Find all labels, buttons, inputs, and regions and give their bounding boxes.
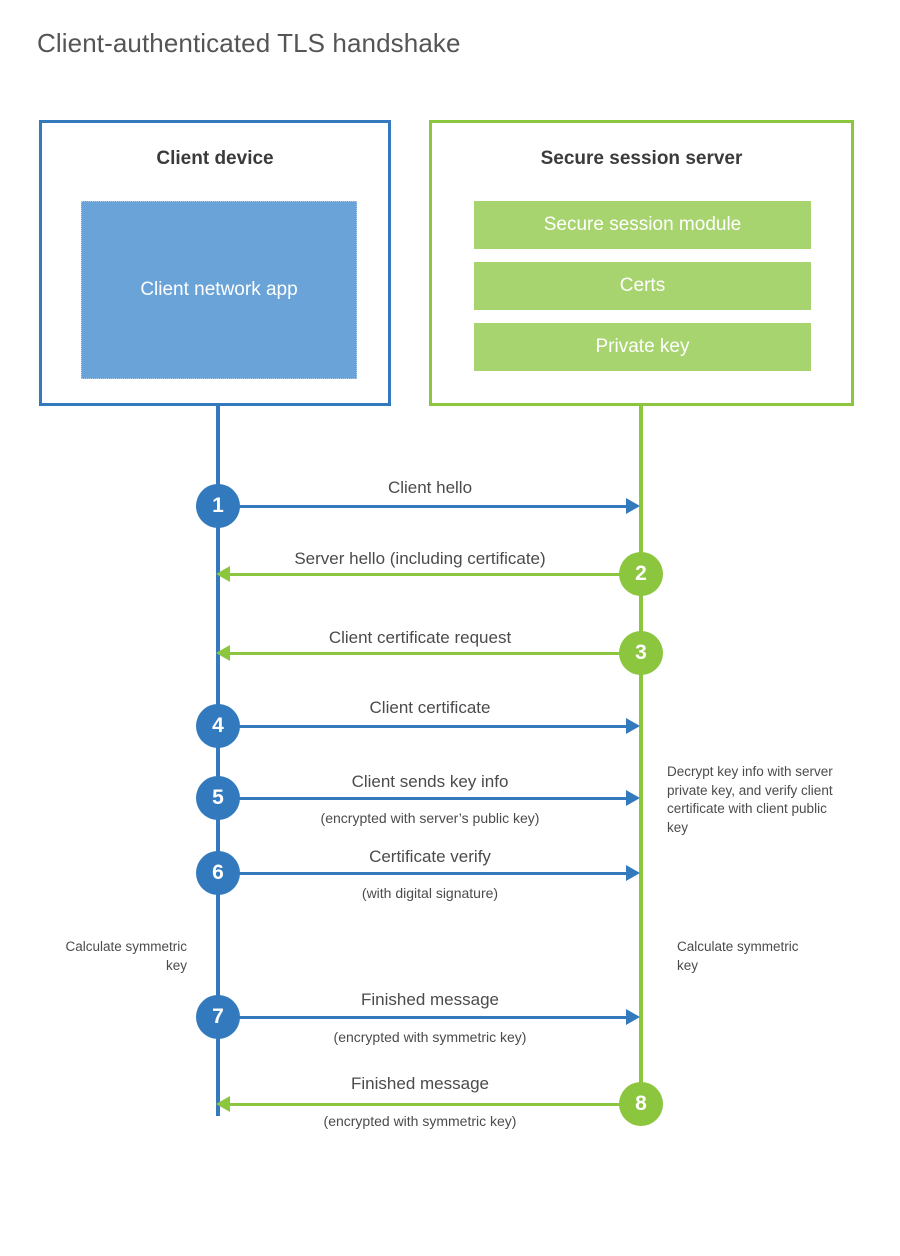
secure-session-server-box: Secure session server Secure session mod…: [429, 120, 854, 406]
step-6-label: Certificate verify: [369, 847, 491, 866]
step-1-arrow-head-icon: [626, 498, 640, 514]
step-2-arrow-head-icon: [216, 566, 230, 582]
step-8-label: Finished message: [351, 1074, 489, 1093]
step-4-arrow-line: [218, 725, 628, 728]
step-5-badge: 5: [196, 776, 240, 820]
step-2-badge: 2: [619, 552, 663, 596]
step-7-sublabel: (encrypted with symmetric key): [333, 1029, 527, 1045]
step-3-arrow-head-icon: [216, 645, 230, 661]
step-8-sublabel: (encrypted with symmetric key): [323, 1113, 517, 1129]
secure-session-server-title: Secure session server: [540, 148, 743, 169]
step-5-sublabel: (encrypted with server’s public key): [320, 810, 540, 826]
server-block-certs: Certs: [474, 262, 811, 310]
step-1-arrow-line: [218, 505, 628, 508]
step-6-badge: 6: [196, 851, 240, 895]
step-5-arrow-head-icon: [626, 790, 640, 806]
step-8-arrow-line: [230, 1103, 640, 1106]
server-decrypt-annotation: Decrypt key info with server private key…: [667, 764, 833, 835]
step-2-label: Server hello (including certificate): [294, 549, 546, 568]
step-6-arrow-head-icon: [626, 865, 640, 881]
client-network-app-block: Client network app: [81, 201, 357, 379]
client-device-box: Client device Client network app: [39, 120, 391, 406]
step-4-badge: 4: [196, 704, 240, 748]
step-4-arrow-head-icon: [626, 718, 640, 734]
step-8-arrow-head-icon: [216, 1096, 230, 1112]
step-1-badge: 1: [196, 484, 240, 528]
client-device-title: Client device: [156, 148, 274, 169]
client-lifeline: [216, 403, 220, 1116]
step-6-arrow-line: [218, 872, 628, 875]
step-7-label: Finished message: [361, 990, 499, 1009]
server-calculate-symmetric-key-annotation: Calculate symmetric key: [677, 939, 799, 973]
step-7-arrow-line: [218, 1016, 628, 1019]
server-lifeline: [639, 403, 643, 1105]
step-6-sublabel: (with digital signature): [361, 885, 499, 901]
step-5-label: Client sends key info: [351, 772, 509, 791]
step-4-label: Client certificate: [369, 698, 491, 717]
step-5-arrow-line: [218, 797, 628, 800]
server-component-stack: Secure session module Certs Private key: [474, 201, 811, 384]
client-calculate-symmetric-key-annotation: Calculate symmetric key: [65, 939, 187, 973]
step-7-badge: 7: [196, 995, 240, 1039]
step-3-badge: 3: [619, 631, 663, 675]
server-block-private-key: Private key: [474, 323, 811, 371]
step-2-arrow-line: [230, 573, 640, 576]
step-7-arrow-head-icon: [626, 1009, 640, 1025]
step-3-label: Client certificate request: [328, 628, 512, 647]
step-3-arrow-line: [230, 652, 640, 655]
server-block-secure-session-module: Secure session module: [474, 201, 811, 249]
page-title: Client-authenticated TLS handshake: [37, 28, 461, 58]
step-1-label: Client hello: [387, 478, 473, 497]
step-8-badge: 8: [619, 1082, 663, 1126]
